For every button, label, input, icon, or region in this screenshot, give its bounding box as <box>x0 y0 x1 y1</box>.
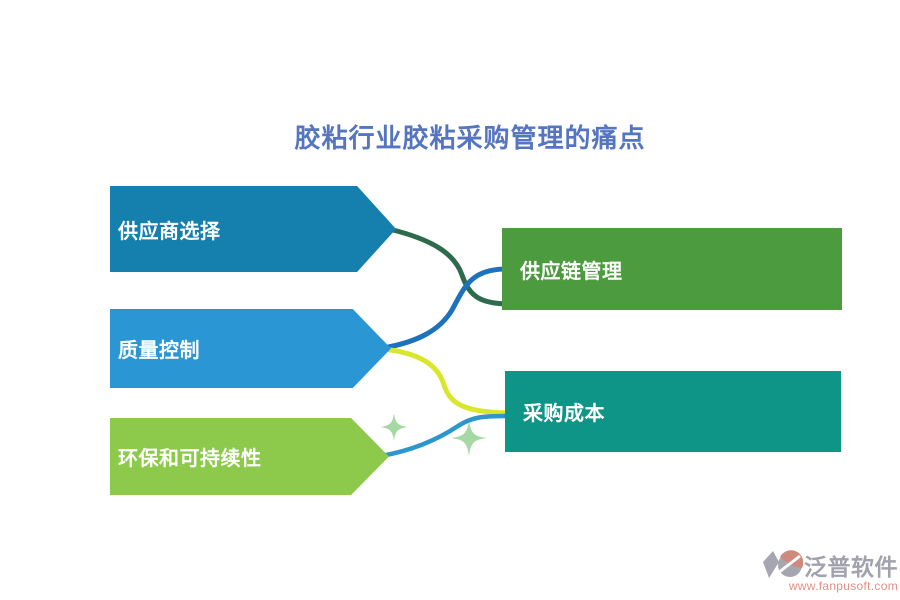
watermark: 泛普软件 www.fanpusoft.com <box>752 548 898 593</box>
node-supplier-selection: 供应商选择 <box>110 186 396 272</box>
node-label: 采购成本 <box>523 403 605 425</box>
page-title: 胶粘行业胶粘采购管理的痛点 <box>294 123 646 153</box>
node-label: 质量控制 <box>118 340 200 362</box>
node-procurement-cost: 采购成本 <box>505 371 841 452</box>
node-label: 环保和可持续性 <box>118 448 262 470</box>
node-environment-sustainability: 环保和可持续性 <box>110 418 389 495</box>
connector-quality-to-cost <box>380 346 511 416</box>
watermark-url: www.fanpusoft.com <box>788 579 898 593</box>
node-label: 供应链管理 <box>520 260 623 283</box>
node-label: 供应商选择 <box>118 220 221 243</box>
connector-supplier-to-supplychain <box>386 226 513 307</box>
fanpu-logo-icon <box>763 550 803 578</box>
sparkle-icon <box>380 413 408 441</box>
watermark-brand-text: 泛普软件 <box>804 554 898 580</box>
connector-environment-to-cost <box>378 413 511 459</box>
sparkle-icon <box>451 420 487 456</box>
connector-quality-to-supplychain <box>380 266 507 351</box>
node-quality-control: 质量控制 <box>110 309 391 388</box>
node-supply-chain-management: 供应链管理 <box>502 228 842 310</box>
